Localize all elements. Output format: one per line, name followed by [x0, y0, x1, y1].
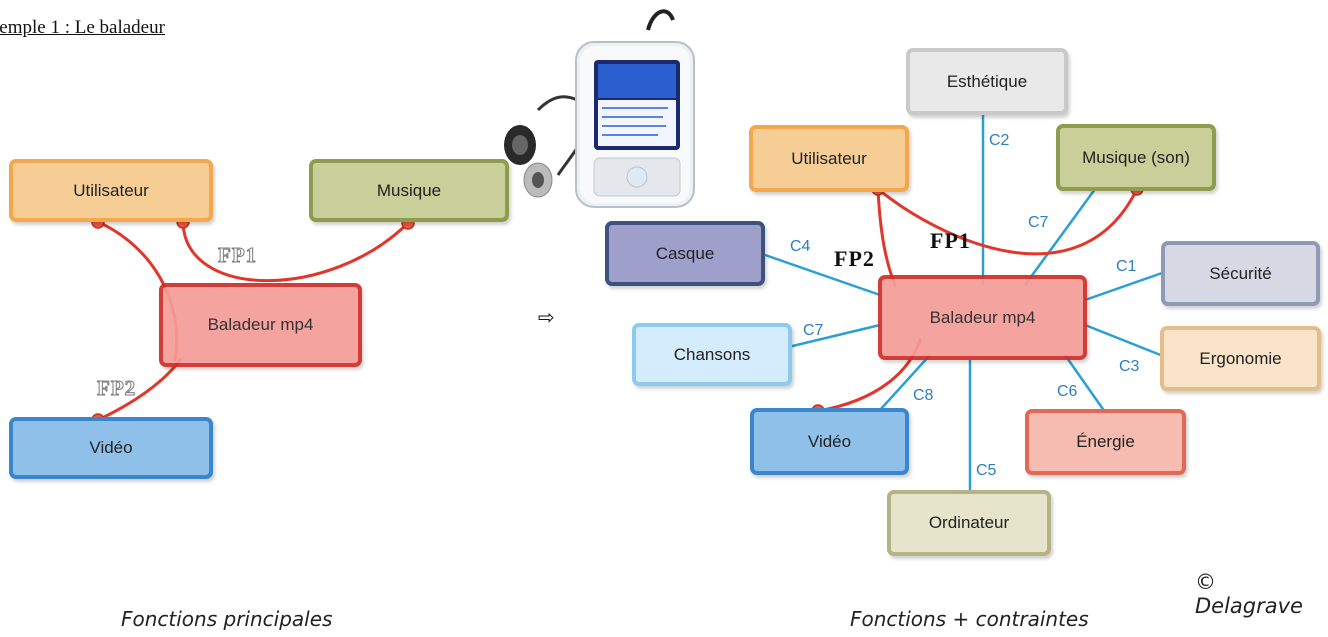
constraint-label-c5: C5 [976, 462, 997, 479]
node-securite: Sécurité [1161, 241, 1320, 306]
link-c4-casque [764, 253, 881, 297]
caption-right: Fonctions + contraintes [850, 607, 1089, 631]
node-energie: Énergie [1025, 409, 1186, 475]
node-label: Sécurité [1209, 263, 1272, 283]
arrow-icon: ⇨ [538, 305, 555, 329]
node-label: Chansons [673, 344, 751, 364]
fp1-label: FP1 [217, 243, 258, 268]
link-c8-video [879, 354, 931, 411]
node-label: Baladeur mp4 [929, 307, 1036, 327]
link-c7-musique [1023, 184, 1100, 286]
constraint-label-c7-left: C7 [803, 322, 824, 339]
link-c6-energie [1063, 354, 1107, 413]
node-musique-son: Musique (son) [1056, 124, 1216, 191]
page-title: temple 1 : Le baladeur [0, 17, 165, 38]
node-casque: Casque [605, 221, 765, 286]
node-ergonomie: Ergonomie [1160, 326, 1321, 391]
node-label: Musique [376, 180, 442, 200]
constraint-label-c7-top: C7 [1028, 214, 1049, 231]
node-video-right: Vidéo [750, 408, 909, 475]
fp2-link-right-a [876, 187, 897, 287]
link-c1-securite [1084, 270, 1166, 302]
node-baladeur-center-right: Baladeur mp4 [878, 275, 1087, 360]
fp1-label-right: FP1 [930, 228, 971, 253]
node-label: Vidéo [807, 431, 852, 451]
constraint-label-c2: C2 [989, 132, 1010, 149]
node-label: Baladeur mp4 [207, 315, 314, 334]
link-c3-ergonomie [1084, 323, 1164, 358]
node-esthetique: Esthétique [906, 48, 1068, 115]
node-label: Ordinateur [928, 513, 1010, 532]
node-ordinateur: Ordinateur [887, 490, 1051, 556]
node-label: Vidéo [89, 438, 133, 457]
node-label: Casque [655, 243, 715, 263]
mp4-player-image [504, 9, 695, 208]
node-label: Esthétique [946, 71, 1028, 91]
node-label: Utilisateur [73, 180, 149, 200]
node-utilisateur-right: Utilisateur [749, 125, 909, 192]
node-label: Énergie [1076, 432, 1135, 451]
constraint-label-c6: C6 [1057, 383, 1078, 400]
node-label: Utilisateur [791, 148, 867, 168]
constraint-label-c4: C4 [790, 238, 811, 255]
node-label: Musique (son) [1082, 147, 1190, 167]
fp1-link-left-b [181, 220, 410, 282]
node-chansons: Chansons [632, 323, 792, 386]
caption-left: Fonctions principales [121, 607, 333, 631]
node-utilisateur: Utilisateur [9, 159, 213, 222]
fp2-label-right: FP2 [834, 246, 875, 271]
node-baladeur-center: Baladeur mp4 [159, 283, 362, 367]
fp2-label: FP2 [96, 376, 137, 401]
node-musique: Musique [309, 159, 509, 222]
constraint-label-c8: C8 [913, 387, 934, 404]
node-video: Vidéo [9, 417, 213, 479]
constraint-label-c1: C1 [1116, 258, 1137, 275]
constraint-label-c3: C3 [1119, 358, 1140, 375]
node-label: Ergonomie [1199, 348, 1282, 368]
fp1-link-right [876, 187, 1139, 256]
copyright-text: © Delagrave [1195, 570, 1303, 618]
